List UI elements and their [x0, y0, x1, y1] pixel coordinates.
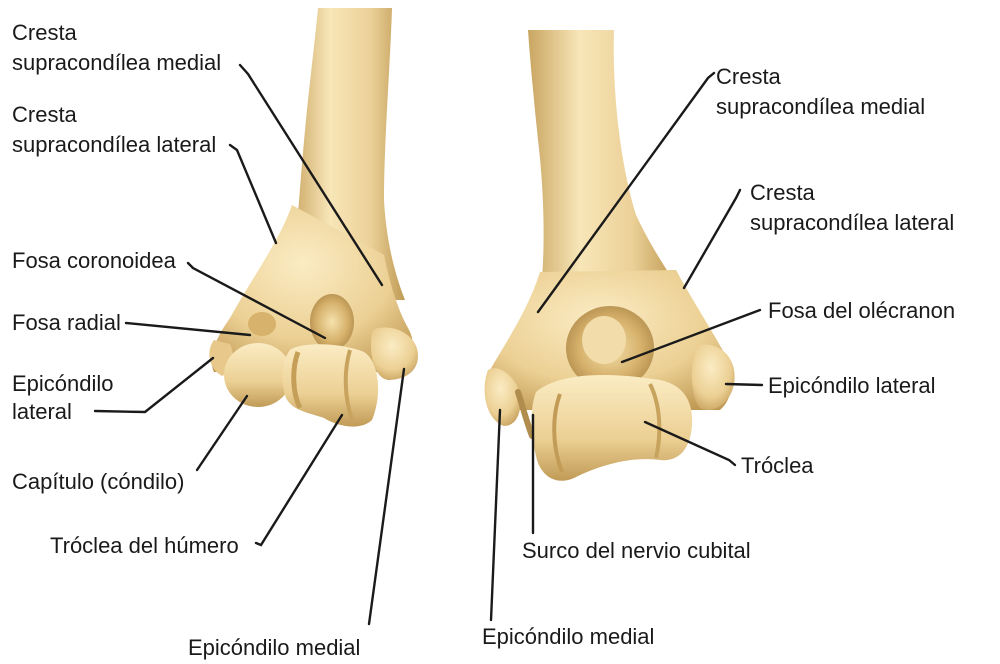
leader-anterior-capitulo	[197, 396, 247, 470]
label-posterior-fosa-olecranon: Fosa del olécranon	[768, 298, 955, 323]
anterior-capitulum	[224, 343, 292, 407]
leader-posterior-epicondilo-lateral	[726, 384, 762, 385]
posterior-humerus	[485, 30, 735, 481]
label-anterior-fosa-radial: Fosa radial	[12, 310, 121, 335]
label-posterior-epicondilo-lateral: Epicóndilo lateral	[768, 373, 936, 398]
leader-anterior-troclea	[256, 415, 342, 545]
label-posterior-epicondilo-medial: Epicóndilo medial	[482, 624, 654, 649]
label-anterior-epicondilo-lateral: Epicóndilo lateral	[12, 371, 120, 424]
leader-anterior-cresta-lateral	[230, 145, 276, 243]
label-posterior-surco-nervio-cubital: Surco del nervio cubital	[522, 538, 751, 563]
leader-posterior-cresta-lateral	[684, 190, 740, 288]
label-posterior-cresta-lateral: Cresta supracondílea lateral	[750, 180, 954, 235]
label-anterior-fosa-coronoidea: Fosa coronoidea	[12, 248, 177, 273]
anterior-radial-fossa	[248, 312, 276, 336]
anterior-humerus	[209, 8, 418, 427]
label-posterior-cresta-medial: Cresta supracondílea medial	[716, 64, 925, 119]
anterior-coronoid-fossa	[310, 294, 354, 350]
label-anterior-epicondilo-medial: Epicóndilo medial	[188, 635, 360, 660]
label-anterior-capitulo: Capítulo (cóndilo)	[12, 469, 184, 494]
posterior-lateral-epicondyle	[692, 345, 735, 410]
label-anterior-cresta-medial: Cresta supracondílea medial	[12, 20, 221, 75]
posterior-shaft	[528, 30, 676, 300]
label-posterior-troclea: Tróclea	[741, 453, 814, 478]
label-anterior-cresta-lateral: Cresta supracondílea lateral	[12, 102, 216, 157]
leader-posterior-epicondilo-medial	[491, 410, 500, 620]
label-anterior-troclea-humero: Tróclea del húmero	[50, 533, 239, 558]
